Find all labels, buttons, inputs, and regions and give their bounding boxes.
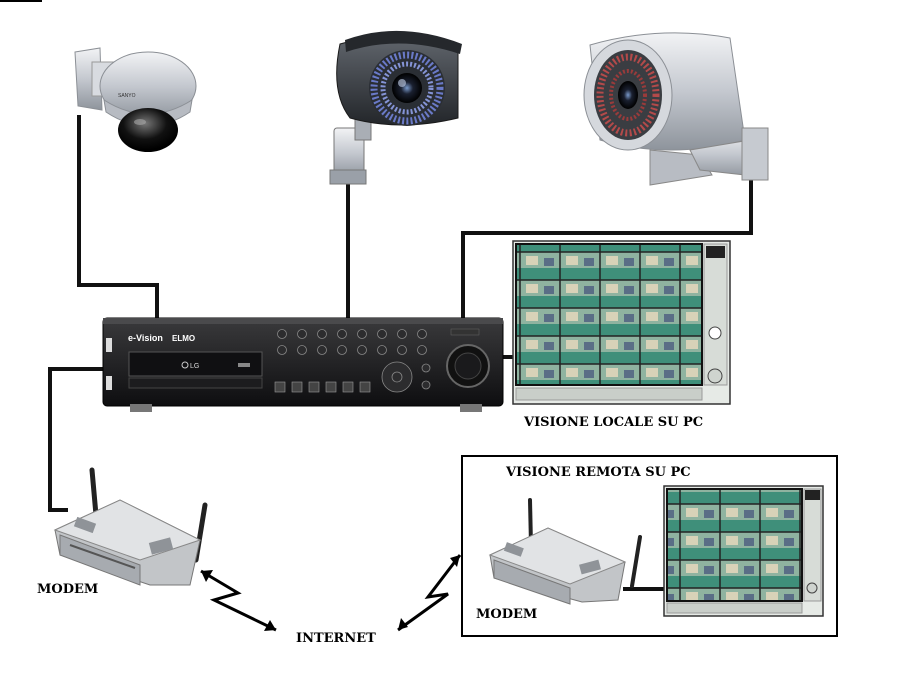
outdoor-camera-icon	[583, 32, 769, 186]
bullet-camera-icon	[329, 30, 462, 185]
modem-right-label: MODEM	[476, 607, 537, 622]
wifi-modem-left-icon	[53, 467, 208, 586]
local-monitor-icon	[512, 240, 731, 405]
dvr-brand-suffix: ELMO	[172, 334, 195, 343]
lightning-link-right-icon	[397, 554, 462, 632]
cable-dvr-to-modem	[48, 367, 105, 512]
dome-brand-text: SANYO	[118, 93, 136, 99]
cable-dome-to-dvr	[77, 115, 159, 318]
remote-view-frame	[461, 455, 838, 637]
corner-mark	[0, 0, 42, 2]
dvr-brand-text: e-Vision	[128, 333, 163, 343]
remote-view-label: VISIONE REMOTA SU PC	[505, 465, 691, 480]
drive-brand-text: LG	[190, 363, 199, 370]
remote-monitor-icon	[663, 485, 824, 617]
modem-left-label: MODEM	[37, 582, 98, 597]
lightning-link-left-icon	[200, 569, 277, 632]
local-view-label: VISIONE LOCALE SU PC	[523, 415, 703, 430]
cable-outdoor-to-dvr	[461, 178, 753, 318]
wifi-modem-right-icon	[488, 498, 642, 605]
cables	[48, 115, 753, 591]
dome-camera-icon: SANYO	[74, 47, 197, 152]
internet-label: INTERNET	[296, 631, 376, 646]
dvr-recorder-icon: e-Vision ELMO LG	[102, 317, 504, 412]
